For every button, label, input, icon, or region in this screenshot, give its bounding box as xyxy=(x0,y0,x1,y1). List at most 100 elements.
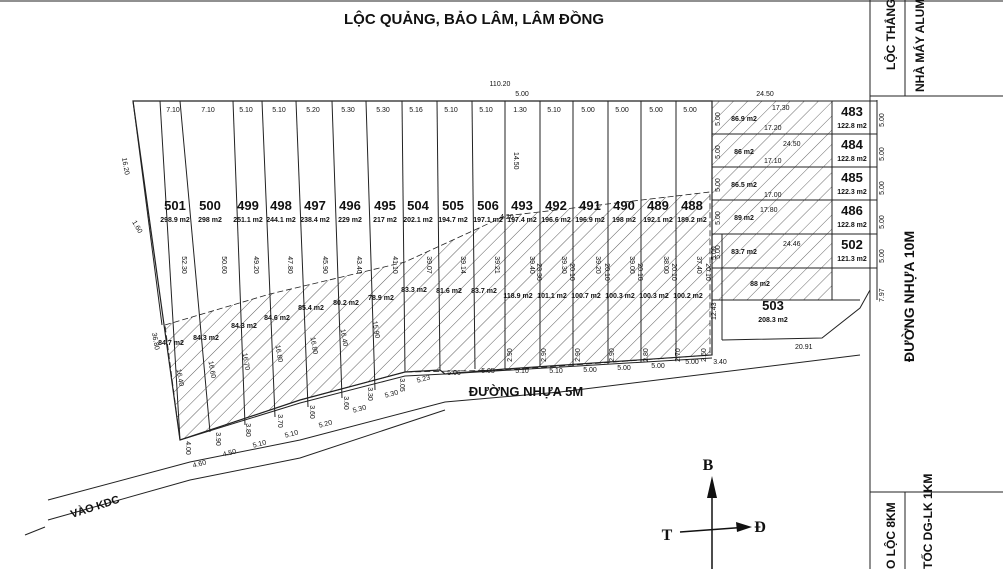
depth-dim-11: 39.30 xyxy=(560,256,567,274)
road-width-6: 5.30 xyxy=(384,389,399,399)
lot-hatch-area-496: 80.2 m2 xyxy=(333,300,359,307)
lot-width-496: 5.30 xyxy=(341,107,355,114)
depth-dim-12: 39.20 xyxy=(594,256,601,274)
lot-number-492: 492 xyxy=(545,198,567,213)
front-width-1: 3.90 xyxy=(214,432,221,446)
right-side-dim-502: 5.00 xyxy=(715,245,722,259)
hatch-depth-1: 16.60 xyxy=(207,360,217,379)
lot-width-490: 5.00 xyxy=(615,107,629,114)
lower-depth-1: 20.10 xyxy=(568,263,575,281)
lot-hatch-area-497: 85.4 m2 xyxy=(298,305,324,312)
small-front-1: 2.90 xyxy=(541,348,548,362)
road-5m-inner-edge xyxy=(179,357,713,441)
lot-width-498: 5.10 xyxy=(272,107,286,114)
depth-dim-3: 47.80 xyxy=(286,256,293,274)
front-width-6: 3.30 xyxy=(366,387,373,401)
lot-area-501: 298.9 m2 xyxy=(160,217,190,224)
kdc-arrow-line xyxy=(24,526,46,536)
lot-area-495: 217 m2 xyxy=(373,217,397,224)
right-dim-12-43: 12.43 xyxy=(711,302,718,320)
road-width-14: 5.00 xyxy=(651,363,665,370)
right-side-dim-485: 5.00 xyxy=(715,178,722,192)
depth-dim-9: 39.21 xyxy=(493,256,500,274)
lot-number-491: 491 xyxy=(579,198,601,213)
lot-area-496: 229 m2 xyxy=(338,217,362,224)
lot-number-489: 489 xyxy=(647,198,669,213)
road-width-10: 5.10 xyxy=(515,368,529,375)
depth-dim-1: 50.60 xyxy=(220,256,227,274)
right-edge-dim-2: 5.00 xyxy=(879,181,886,195)
nha-may-label: NHÀ MÁY ALUM xyxy=(912,0,927,92)
road-width-2: 5.10 xyxy=(252,439,267,449)
right-dim-17-30: 17.30 xyxy=(772,105,790,112)
depth-dim-8: 39.14 xyxy=(459,256,466,274)
compass-north-arrow xyxy=(707,476,717,498)
left-edge-line xyxy=(132,100,163,326)
compass: B T Đ xyxy=(662,457,766,569)
depth-dim-2: 49.20 xyxy=(252,256,259,274)
lot-area-498: 244.1 m2 xyxy=(266,217,296,224)
vao-kdc-label: VÀO KDC xyxy=(69,493,121,521)
lot-width-491: 5.00 xyxy=(581,107,595,114)
front-width-5: 3.60 xyxy=(342,396,349,410)
road-5m-outer-edge xyxy=(47,354,861,501)
lot-width-497: 5.20 xyxy=(306,107,320,114)
lot-number-486: 486 xyxy=(841,203,863,218)
lot-hatch-area-493: 118.9 m2 xyxy=(503,293,532,300)
compass-west-label: T xyxy=(662,527,673,544)
lot-hatch-area-485: 86.5 m2 xyxy=(731,182,757,189)
lot-area-486: 122.8 m2 xyxy=(837,222,867,229)
lot-number-498: 498 xyxy=(270,198,292,213)
right-edge-dim-4: 5.00 xyxy=(879,249,886,263)
lot-hatch-area-489: 100.3 m2 xyxy=(639,293,669,300)
lot-width-493: 1.30 xyxy=(513,107,527,114)
road-width-12: 5.00 xyxy=(583,367,597,374)
lot-width-500: 7.10 xyxy=(201,107,215,114)
road-10m-label: ĐƯỜNG NHỰA 10M xyxy=(900,231,917,362)
lot-hatch-area-506: 83.7 m2 xyxy=(471,288,497,295)
lower-depth-3: 20.10 xyxy=(636,263,643,281)
depth-dim-4: 45.90 xyxy=(321,256,328,274)
lot-number-499: 499 xyxy=(237,198,259,213)
road-10m-corner xyxy=(721,289,871,341)
road-width-1: 4.50 xyxy=(222,448,237,458)
lot-area-499: 251.1 m2 xyxy=(233,217,263,224)
lot-width-492: 5.10 xyxy=(547,107,561,114)
depth-dim-0: 52.30 xyxy=(180,256,187,274)
lot-width-504: 5.16 xyxy=(409,107,423,114)
lot-width-499: 5.10 xyxy=(239,107,253,114)
lot-area-485: 122.3 m2 xyxy=(837,189,867,196)
lot-number-505: 505 xyxy=(442,198,464,213)
lot-hatch-area-491: 100.7 m2 xyxy=(571,293,601,300)
lot-area-505: 194.7 m2 xyxy=(438,217,468,224)
lot-number-504: 504 xyxy=(407,198,429,213)
dim-14-50: 14.50 xyxy=(512,152,519,170)
lot-number-502: 502 xyxy=(841,237,863,252)
lot-number-497: 497 xyxy=(304,198,326,213)
lot-hatch-area-503: 88 m2 xyxy=(750,281,770,288)
right-side-dim-484: 5.00 xyxy=(715,145,722,159)
small-front-2: 2.90 xyxy=(575,348,582,362)
right-edge-dim-1: 5.00 xyxy=(879,147,886,161)
lot-number-500: 500 xyxy=(199,198,221,213)
road-width-16: 3.40 xyxy=(713,359,727,366)
lot-hatch-area-502: 83.7 m2 xyxy=(731,249,757,256)
lot-width-506: 5.10 xyxy=(479,107,493,114)
depth-dim-14: 38.00 xyxy=(662,256,669,274)
road-width-5: 5.30 xyxy=(352,404,367,414)
lot-hatch-area-504: 83.3 m2 xyxy=(401,287,427,294)
small-front-5: 2.70 xyxy=(675,348,682,362)
lot-area-488: 189.2 m2 xyxy=(677,217,707,224)
lot-number-484: 484 xyxy=(841,137,863,152)
lot-area-483: 122.8 m2 xyxy=(837,123,867,130)
front-width-2: 3.80 xyxy=(244,423,251,437)
left-dim-2: 1.60 xyxy=(130,220,143,235)
lot-number-490: 490 xyxy=(613,198,635,213)
road-width-0: 4.60 xyxy=(192,459,207,469)
depth-dim-7: 39.07 xyxy=(425,256,432,274)
right-edge-dim-3: 5.00 xyxy=(879,215,886,229)
small-front-0: 2.90 xyxy=(507,348,514,362)
